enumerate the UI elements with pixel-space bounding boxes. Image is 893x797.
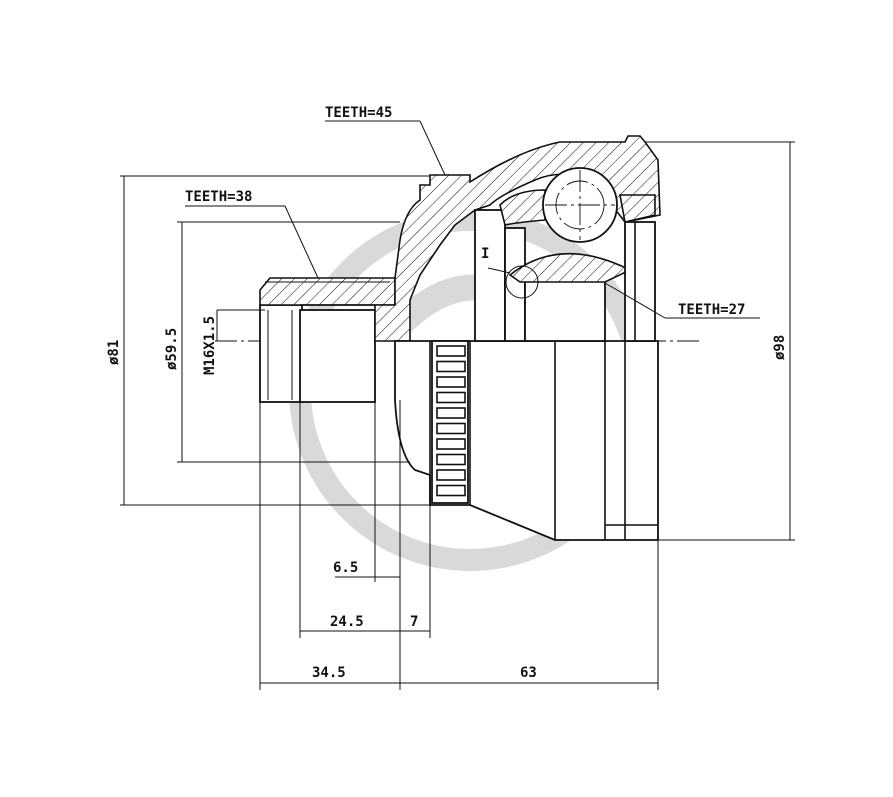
abs-ring-frame [431,340,469,504]
label-dim-34-5: 34.5 [312,665,346,681]
label-dia-81: ø81 [106,340,122,365]
label-dia-59-5: ø59.5 [164,328,180,370]
dimension-lines [120,120,795,690]
abs-tooth [436,453,466,466]
stub-shaft [259,304,376,403]
abs-tooth [436,391,466,404]
ball [542,167,618,243]
spline-38 [259,277,396,306]
label-dim-7: 7 [410,614,418,630]
label-dim-63: 63 [520,665,537,681]
label-teeth-38: TEETH=38 [185,189,252,205]
label-thread: M16X1.5 [202,316,218,375]
label-teeth-45: TEETH=45 [325,105,392,121]
abs-tooth [436,438,466,450]
inner-race [474,189,656,342]
abs-tooth [436,484,466,497]
abs-tooth [436,469,466,481]
detail-circle [505,265,539,299]
abs-tooth [436,422,466,435]
detail-leader [487,267,511,274]
abs-ring [431,340,469,504]
label-teeth-27: TEETH=27 [678,302,745,318]
abs-tooth [436,376,466,388]
abs-tooth [436,345,466,357]
label-dim-24-5: 24.5 [330,614,364,630]
abs-tooth [436,360,466,373]
label-dia-98: ø98 [772,335,788,360]
label-dim-6-5: 6.5 [333,560,358,576]
label-detail-i: I [481,246,489,262]
abs-tooth [436,407,466,419]
